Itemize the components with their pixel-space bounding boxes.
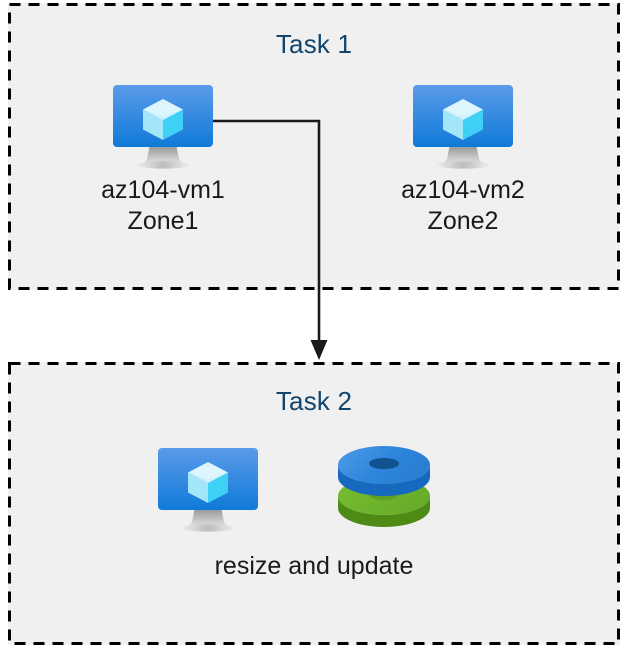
task-2-caption: resize and update — [214, 552, 414, 580]
vm1-label-name: az104-vm1 — [101, 176, 225, 204]
vm2-label-zone: Zone2 — [427, 207, 499, 235]
vm2-label-name: az104-vm2 — [401, 176, 525, 204]
vm1-label-zone: Zone1 — [127, 207, 199, 235]
virtual-machine-icon — [410, 82, 516, 170]
task-1-group: Task 1 — [8, 3, 620, 290]
virtual-machine-icon — [155, 445, 261, 533]
task-2-group: Task 2 — [8, 362, 620, 645]
task-1-title: Task 1 — [275, 29, 353, 59]
task-2-title: Task 2 — [275, 386, 353, 416]
arrowhead-icon — [310, 340, 328, 360]
virtual-machine-icon — [110, 82, 216, 170]
managed-disks-icon — [332, 440, 438, 532]
